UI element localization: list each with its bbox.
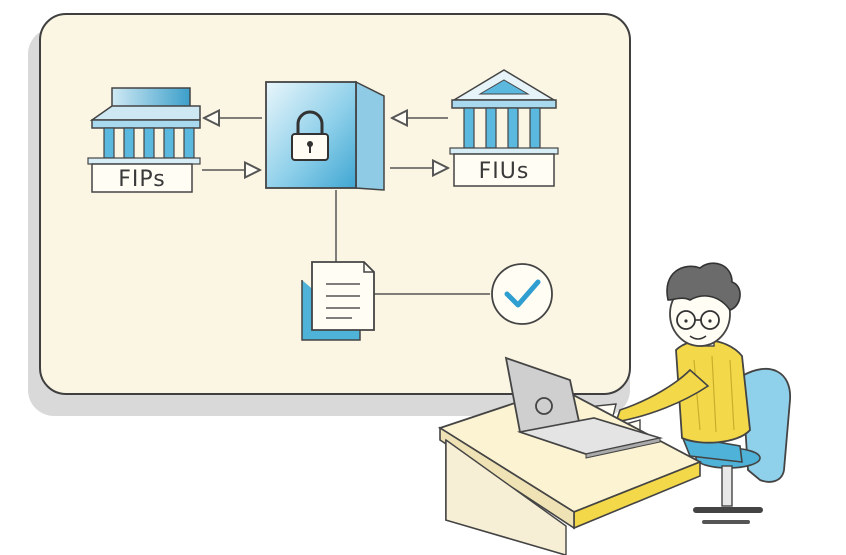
desk [437, 387, 703, 555]
fips-label: FIPs [118, 167, 165, 192]
fips-building-icon [87, 87, 201, 165]
fius-label: FIUs [479, 159, 530, 184]
laptop-icon [504, 356, 664, 459]
fius-building-icon [449, 69, 559, 155]
glasses-icon [676, 310, 720, 330]
fius-label-box: FIUs [453, 153, 555, 187]
vault-box [265, 80, 385, 191]
whiteboard [28, 13, 631, 416]
office-chair [693, 367, 791, 524]
checkmark-icon [491, 263, 553, 325]
fips-label-box: FIPs [91, 163, 193, 193]
lock-icon [291, 110, 329, 161]
document-icon [301, 261, 375, 341]
